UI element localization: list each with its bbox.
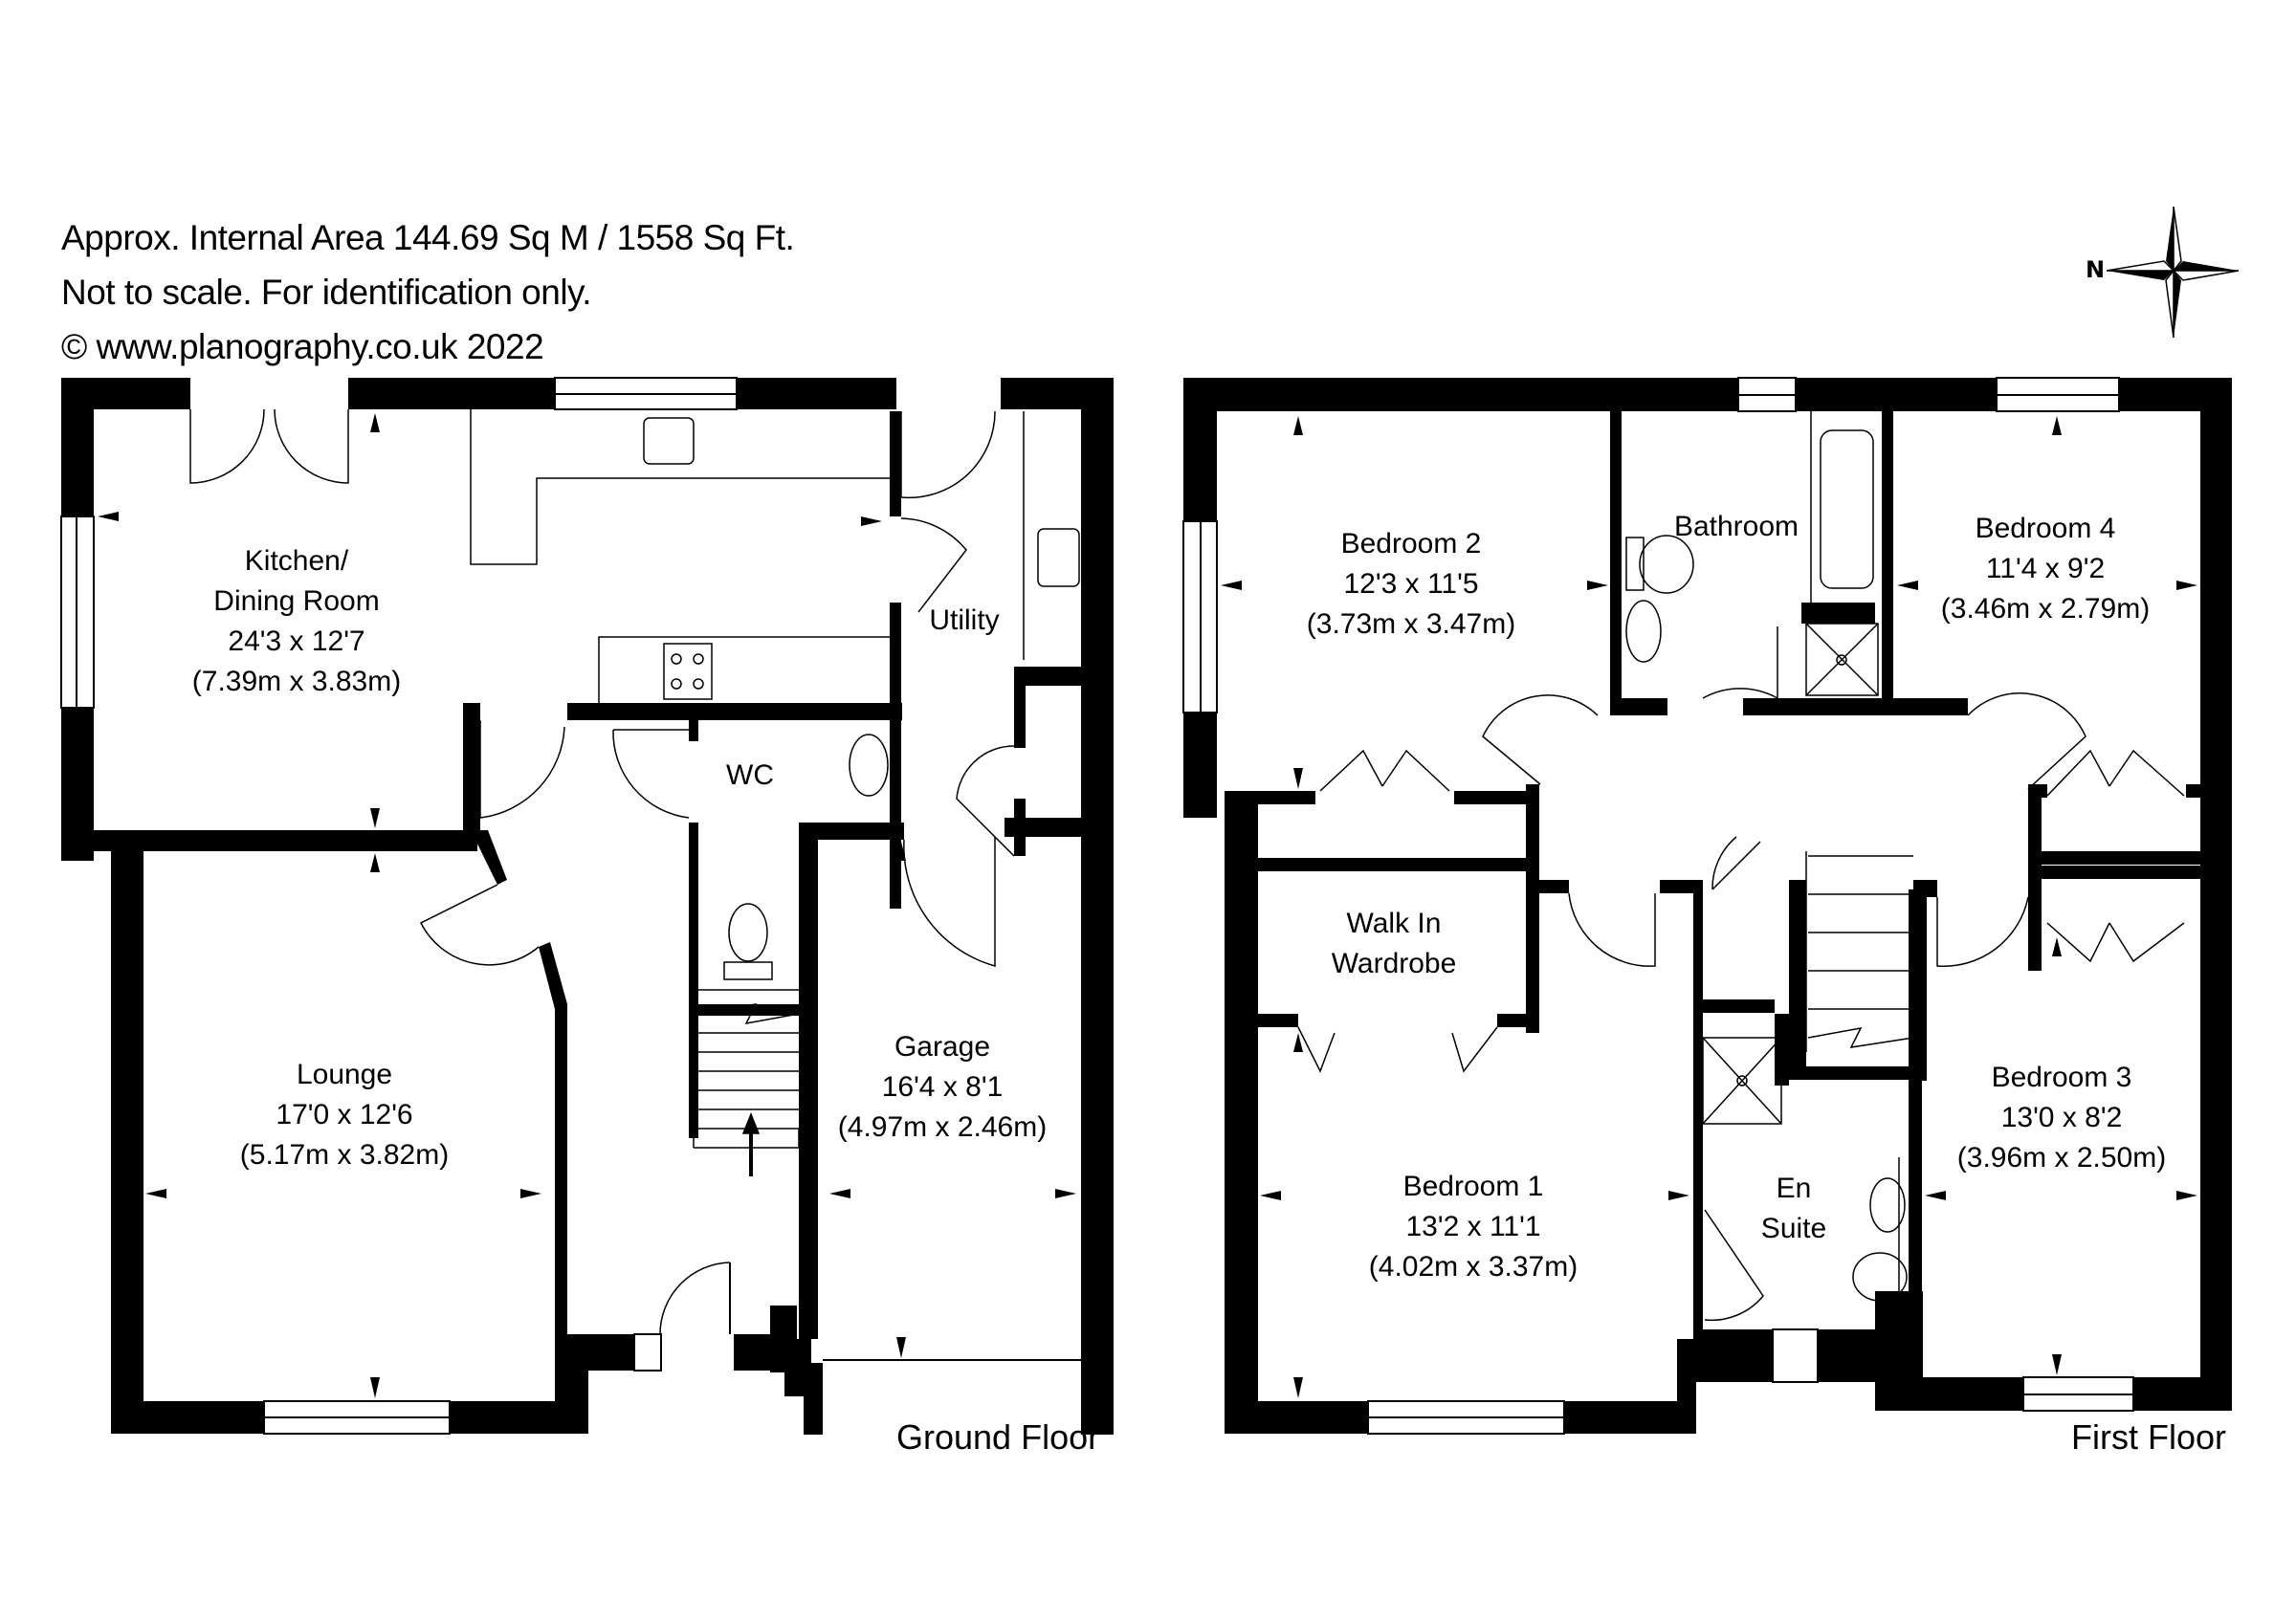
ensuite-toilet-icon [1852, 1252, 1908, 1302]
room-name: Bedroom 1 [1402, 1171, 1544, 1202]
ground-floor-label: Ground Floor [896, 1417, 1100, 1457]
room-dimensions-imperial: 12'3 x 11'5 [1343, 568, 1479, 600]
room-name: WC [726, 759, 774, 791]
ground-floor-plan [60, 377, 1114, 1435]
first-floor-label: First Floor [2071, 1417, 2226, 1457]
compass-icon [2106, 206, 2240, 339]
room-bedroom-3: Bedroom 3 13'0 x 8'2 (3.96m x 2.50m) [1957, 1058, 2166, 1178]
utility-sink-icon [1037, 528, 1080, 587]
hob-icon [663, 643, 713, 700]
room-garage: Garage 16'4 x 8'1 (4.97m x 2.46m) [838, 1027, 1047, 1148]
room-walk-in-wardrobe: Walk In Wardrobe [1332, 904, 1457, 984]
room-bathroom: Bathroom [1674, 507, 1799, 547]
kitchen-sink-icon [643, 417, 695, 465]
room-bedroom-2: Bedroom 2 12'3 x 11'5 (3.73m x 3.47m) [1307, 524, 1515, 645]
bathroom-basin-icon [1625, 600, 1662, 663]
room-name: Wardrobe [1331, 948, 1457, 979]
scale-note-text: Not to scale. For identification only. [61, 273, 592, 312]
first-floor-fixtures [1297, 411, 2185, 1334]
room-name: Utility [929, 604, 1000, 636]
plan-header: Approx. Internal Area 144.69 Sq M / 1558… [61, 210, 795, 374]
bath-icon [1820, 429, 1874, 589]
room-name: Bathroom [1673, 511, 1799, 542]
room-dimensions-imperial: 24'3 x 12'7 [228, 625, 365, 657]
room-dimensions-imperial: 13'2 x 11'1 [1405, 1211, 1541, 1242]
room-dimensions-metric: (4.02m x 3.37m) [1368, 1251, 1578, 1283]
wc-basin-icon [849, 734, 889, 797]
room-name: Suite [1760, 1213, 1827, 1244]
ensuite-shower-icon [1702, 1037, 1782, 1125]
room-dimensions-imperial: 11'4 x 9'2 [1985, 553, 2106, 584]
room-name: Bedroom 3 [1991, 1062, 2132, 1093]
room-name: Lounge [296, 1059, 393, 1090]
room-dimensions-imperial: 13'0 x 8'2 [2000, 1102, 2123, 1133]
room-name: Bedroom 2 [1340, 528, 1482, 560]
room-dimensions-metric: (5.17m x 3.82m) [239, 1139, 450, 1171]
room-dimensions-imperial: 16'4 x 8'1 [881, 1071, 1004, 1103]
room-name: En [1776, 1173, 1812, 1204]
room-name: Kitchen/ [244, 545, 349, 577]
room-name: Bedroom 4 [1975, 513, 2116, 544]
compass-north-label: N [2086, 256, 2106, 283]
room-bedroom-4: Bedroom 4 11'4 x 9'2 (3.46m x 2.79m) [1941, 509, 2150, 629]
room-name: Garage [894, 1031, 991, 1063]
bathroom-shower-icon [1805, 623, 1879, 696]
room-bedroom-1: Bedroom 1 13'2 x 11'1 (4.02m x 3.37m) [1369, 1167, 1578, 1287]
ensuite-basin-icon [1869, 1177, 1906, 1233]
room-wc: WC [726, 756, 774, 796]
first-floor-plan [1182, 377, 2232, 1435]
toilet-icon [728, 903, 768, 962]
room-dimensions-metric: (4.97m x 2.46m) [837, 1111, 1048, 1143]
internal-area-text: Approx. Internal Area 144.69 Sq M / 1558… [61, 218, 795, 257]
room-dimensions-metric: (3.73m x 3.47m) [1306, 608, 1516, 640]
room-dimensions-imperial: 17'0 x 12'6 [276, 1099, 413, 1130]
room-name: Walk In [1346, 908, 1442, 939]
room-dimensions-metric: (7.39m x 3.83m) [191, 666, 402, 697]
room-name: Dining Room [213, 585, 380, 617]
room-en-suite: En Suite [1761, 1169, 1826, 1249]
room-kitchen-dining: Kitchen/ Dining Room 24'3 x 12'7 (7.39m … [192, 541, 401, 702]
ground-floor-dimension-arrows [98, 413, 1076, 1398]
ground-floor-fixtures [189, 408, 1080, 1176]
bathroom-toilet-icon [1639, 535, 1694, 594]
copyright-text: © www.planography.co.uk 2022 [61, 327, 544, 366]
room-dimensions-metric: (3.46m x 2.79m) [1940, 593, 2151, 625]
first-floor-dimension-arrows [1221, 416, 2197, 1398]
room-dimensions-metric: (3.96m x 2.50m) [1956, 1142, 2167, 1174]
bathroom-toilet-cistern [1625, 537, 1645, 591]
room-utility: Utility [929, 601, 999, 641]
room-lounge: Lounge 17'0 x 12'6 (5.17m x 3.82m) [240, 1055, 449, 1175]
